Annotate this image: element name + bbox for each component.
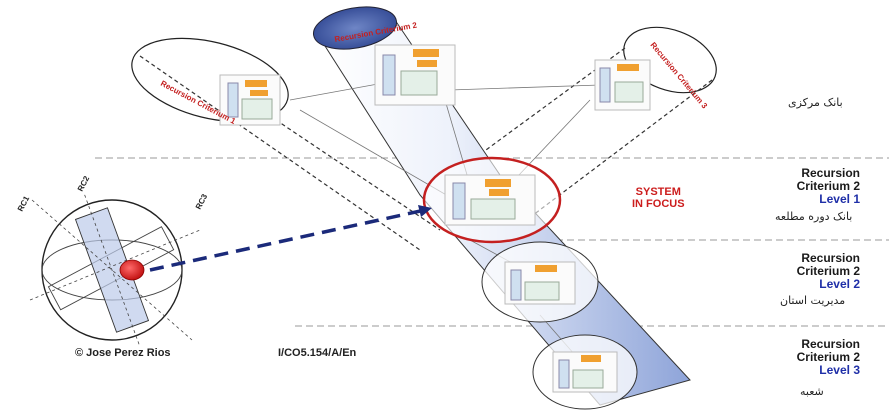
level-3-label: Recursion Criterium 2 Level 3 bbox=[775, 338, 860, 377]
level-2-line2: Criterium 2 bbox=[796, 264, 860, 278]
level-3-persian: شعبه bbox=[800, 385, 824, 398]
top-level-persian: بانک مرکزی bbox=[788, 96, 843, 109]
level-1-line1: Recursion bbox=[801, 166, 860, 180]
level-3-line1: Recursion bbox=[801, 337, 860, 351]
level-2-line1: Recursion bbox=[801, 251, 860, 265]
system-in-focus-circle bbox=[422, 156, 562, 244]
focus-line1: SYSTEM bbox=[635, 186, 681, 198]
vsm-unit-right bbox=[594, 59, 651, 111]
level-3-circle bbox=[532, 334, 638, 410]
vsm-unit-left bbox=[219, 74, 281, 126]
level-2-persian: مدیریت استان bbox=[780, 294, 846, 307]
level-1-label: Recursion Criterium 2 Level 1 bbox=[775, 167, 860, 206]
recursion-sphere bbox=[29, 194, 201, 346]
vsm-unit-top bbox=[374, 44, 456, 106]
level-1-level: Level 1 bbox=[819, 192, 860, 206]
level-3-level: Level 3 bbox=[819, 363, 860, 377]
figure-code: I/CO5.154/A/En bbox=[278, 347, 357, 359]
level-1-persian: بانک دوره مطلعه bbox=[775, 210, 853, 223]
copyright-text: © Jose Perez Rios bbox=[75, 347, 171, 359]
axis-label-rc2: RC2 bbox=[76, 174, 92, 193]
level-3-line2: Criterium 2 bbox=[796, 350, 860, 364]
focus-line2: IN FOCUS bbox=[632, 198, 685, 210]
cylinder-right-label: Recursion Criterium 3 bbox=[648, 41, 709, 111]
level-2-level: Level 2 bbox=[819, 277, 860, 291]
system-in-focus-label: SYSTEM IN FOCUS bbox=[632, 186, 685, 210]
axis-label-rc1: RC1 bbox=[16, 194, 32, 213]
level-2-label: Recursion Criterium 2 Level 2 bbox=[775, 252, 860, 291]
level-2-circle bbox=[481, 241, 599, 323]
axis-label-rc3: RC3 bbox=[194, 192, 210, 211]
focus-link-arrow bbox=[149, 205, 432, 272]
level-1-line2: Criterium 2 bbox=[796, 179, 860, 193]
cylinder-left bbox=[131, 37, 441, 251]
